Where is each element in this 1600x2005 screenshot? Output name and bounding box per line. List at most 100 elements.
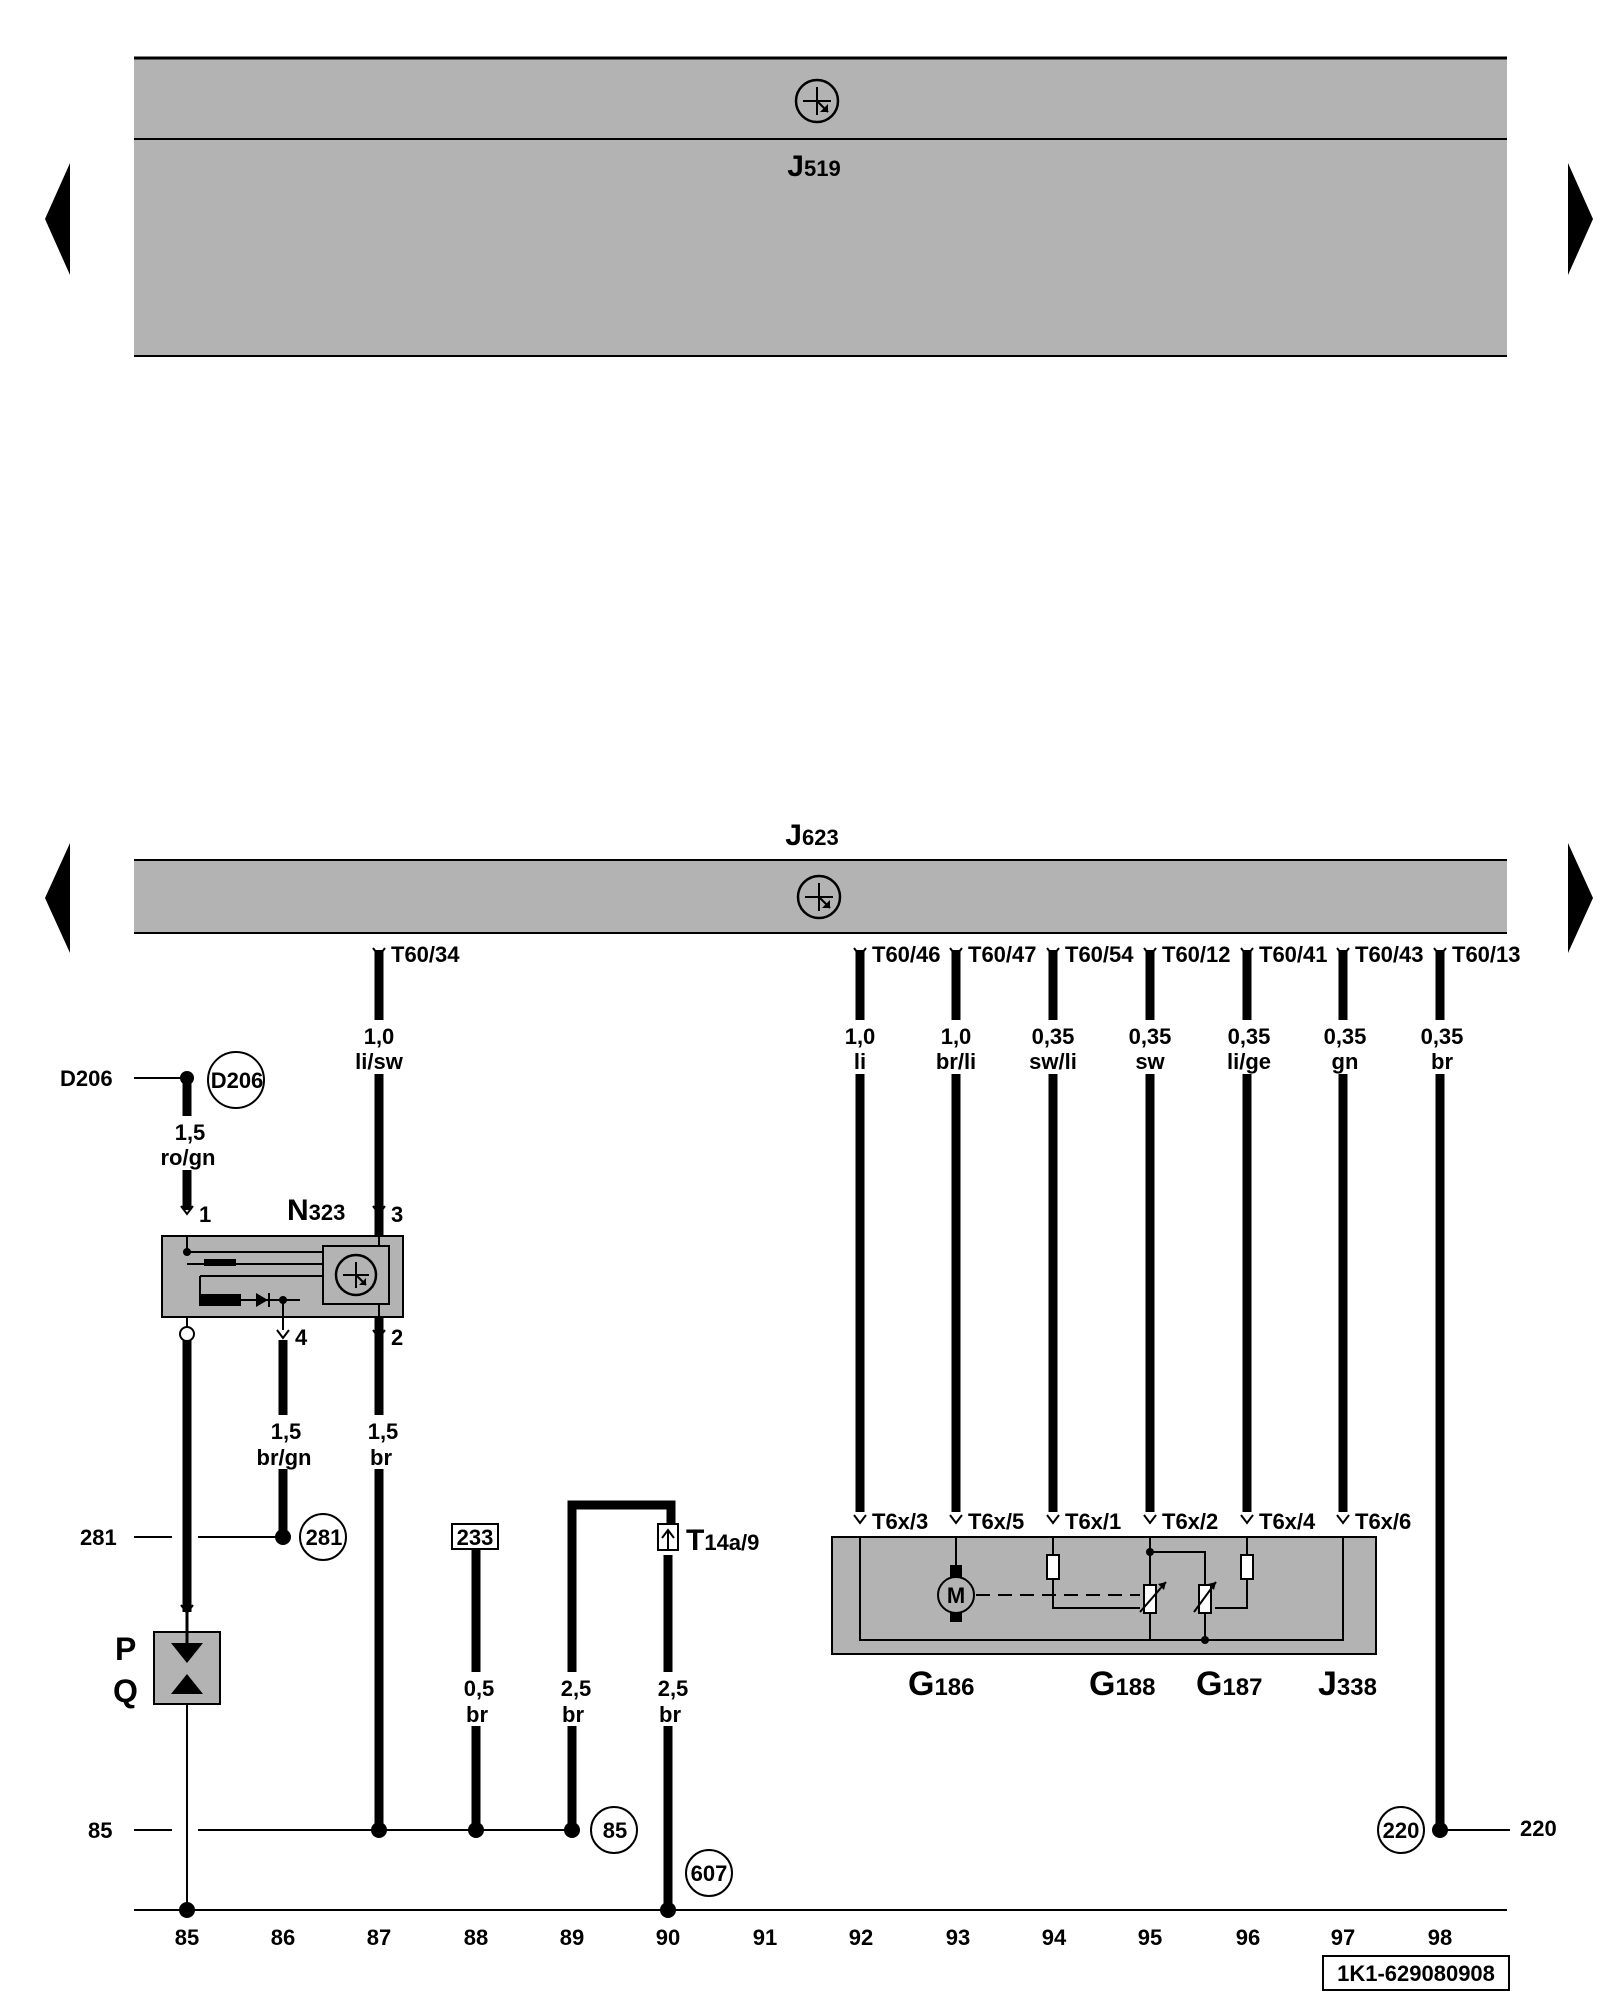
column-number: 93 [946, 1925, 970, 1950]
svg-text:J623: J623 [785, 819, 838, 852]
column-number: 91 [753, 1925, 777, 1950]
svg-text:N323: N323 [287, 1194, 345, 1227]
wire-size: 2,5 [658, 1676, 689, 1701]
next-page-arrow-top[interactable] [1568, 163, 1593, 275]
column-number: 87 [367, 1925, 391, 1950]
g188-number: 188 [1115, 1674, 1155, 1701]
wire-labels: 1,0 li/sw 1,0 li 1,0 br/li 0,35 sw/li 0,… [150, 1020, 1468, 1727]
column-number: 88 [464, 1925, 488, 1950]
column-number: 96 [1236, 1925, 1260, 1950]
p-label: P [115, 1631, 136, 1667]
j519-label: J [787, 150, 804, 183]
d206-connection: D206 D206 [60, 1051, 265, 1109]
sensor-motor-assembly: T6x/3 T6x/5 T6x/1 T6x/2 T6x/4 T6x/6 M [831, 1509, 1411, 1703]
g187-label: G [1196, 1665, 1222, 1703]
column-number: 95 [1138, 1925, 1162, 1950]
column-number: 98 [1428, 1925, 1452, 1950]
control-unit-symbol-icon [794, 78, 840, 124]
column-number: 92 [849, 1925, 873, 1950]
ref-281-label: 281 [80, 1525, 117, 1550]
svg-text:G188: G188 [1089, 1665, 1156, 1703]
pin-label: T6x/2 [1162, 1509, 1218, 1534]
ref-220-label: 220 [1520, 1816, 1557, 1841]
svg-text:G186: G186 [908, 1665, 975, 1703]
n323-label: N [287, 1194, 309, 1227]
t14a-pin: 14a/9 [704, 1530, 759, 1555]
t14a-label: T [686, 1524, 704, 1557]
svg-text:T14a/9: T14a/9 [686, 1524, 759, 1557]
g186-number: 186 [934, 1674, 974, 1701]
wire-color: br [466, 1702, 488, 1727]
wire-color: br [659, 1702, 681, 1727]
wire-size: 0,35 [1032, 1024, 1075, 1049]
svg-text:G187: G187 [1196, 1665, 1263, 1703]
wire-color: br [370, 1445, 392, 1470]
j338-number: 338 [1337, 1674, 1377, 1701]
n323-component: N323 1 3 4 2 [161, 1194, 404, 1350]
svg-text:J519: J519 [787, 150, 840, 183]
ref-281-circle-label: 281 [306, 1525, 343, 1550]
document-code: 1K1-629080908 [1322, 1955, 1510, 1991]
g187-number: 187 [1222, 1674, 1262, 1701]
ref-281-connection: 281 281 [80, 1513, 347, 1561]
wire-size: 1,0 [941, 1024, 972, 1049]
column-number: 90 [656, 1925, 680, 1950]
wire-size: 1,0 [364, 1024, 395, 1049]
n323-number: 323 [309, 1200, 346, 1225]
wire-color: br/li [936, 1049, 976, 1074]
pin-label: T6x/5 [968, 1509, 1024, 1534]
wire-color: ro/gn [161, 1145, 216, 1170]
t60-pin-labels: T60/34 T60/46 T60/47 T60/54 T60/12 T60/4… [391, 942, 1521, 967]
pin-label: T60/54 [1065, 942, 1134, 967]
wire-color: sw/li [1029, 1049, 1077, 1074]
pin-label: T6x/1 [1065, 1509, 1121, 1534]
wire-size: 1,5 [368, 1419, 399, 1444]
motor-icon: M [947, 1583, 965, 1608]
ref-85-label: 85 [88, 1818, 112, 1843]
wire-color: br/gn [257, 1445, 312, 1470]
wire-color: li/ge [1227, 1049, 1271, 1074]
prev-page-arrow-bottom[interactable] [45, 843, 70, 953]
svg-text:J338: J338 [1318, 1665, 1377, 1703]
j623-pin-arrows [372, 947, 1447, 958]
column-number: 85 [175, 1925, 199, 1950]
ref-85-circle-label: 85 [603, 1818, 627, 1843]
ref-220-connection: 220 220 [1377, 1806, 1557, 1854]
j519-number: 519 [804, 156, 841, 181]
ref-607: 607 [685, 1849, 733, 1897]
pin-label: T6x/6 [1355, 1509, 1411, 1534]
wire-color: gn [1332, 1049, 1359, 1074]
wire-size: 0,35 [1228, 1024, 1271, 1049]
pq-connector: P Q [113, 1604, 221, 1910]
wire-size: 0,35 [1421, 1024, 1464, 1049]
wire-color: sw [1135, 1049, 1165, 1074]
n323-pin: 4 [295, 1325, 308, 1350]
pin-label: T60/46 [872, 942, 941, 967]
control-unit-symbol-icon [334, 1253, 378, 1297]
n323-pin: 2 [391, 1325, 403, 1350]
prev-page-arrow-top[interactable] [45, 163, 70, 275]
wire-89 [567, 1500, 676, 1830]
wire-size: 1,5 [271, 1419, 302, 1444]
wire-size: 2,5 [561, 1676, 592, 1701]
q-label: Q [113, 1673, 138, 1709]
j519-module: J519 [134, 56, 1507, 357]
wire-size: 0,35 [1129, 1024, 1172, 1049]
column-number: 94 [1042, 1925, 1067, 1950]
j623-label: J [785, 819, 802, 852]
pin-label: T60/12 [1162, 942, 1231, 967]
column-baseline [134, 1902, 1507, 1918]
next-page-arrow-bottom[interactable] [1568, 843, 1593, 953]
ground-line-85: 85 85 [88, 1806, 638, 1854]
column-number: 86 [271, 1925, 295, 1950]
wire-size: 1,0 [845, 1024, 876, 1049]
ref-233-label: 233 [457, 1525, 494, 1550]
pin-label: T60/47 [968, 942, 1037, 967]
wire-size: 0,35 [1324, 1024, 1367, 1049]
wire-color: br [1431, 1049, 1453, 1074]
document-code-label: 1K1-629080908 [1337, 1961, 1495, 1986]
t14a-connector: T14a/9 [657, 1523, 759, 1557]
n323-pin: 1 [199, 1202, 211, 1227]
